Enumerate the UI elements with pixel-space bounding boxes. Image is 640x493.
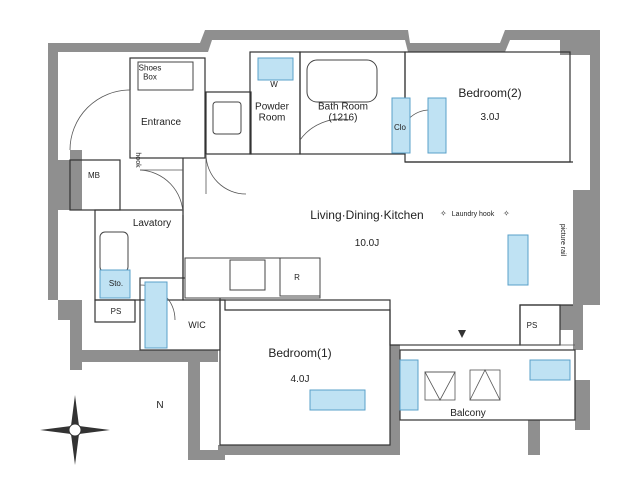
hook-label: hook	[134, 152, 141, 168]
compass-rose-icon	[40, 395, 110, 465]
washer-label: W	[270, 80, 278, 89]
picture-rail-label: picture rail	[559, 224, 566, 257]
bath-room-label: Bath Room(1216)	[318, 102, 368, 124]
ps-left-label: PS	[111, 307, 122, 316]
fixtures: ✧ ✧	[99, 57, 571, 411]
wic-label: WIC	[188, 320, 206, 330]
ldk-label: Living·Dining·Kitchen	[310, 208, 423, 222]
ps-right-label: PS	[527, 321, 538, 330]
bedroom1-area: 4.0J	[291, 374, 310, 385]
compass-north-label: N	[156, 400, 163, 411]
bedroom2-label: Bedroom(2)	[458, 86, 521, 100]
laundry-hook-label: Laundry hook	[452, 211, 495, 218]
ldk-area: 10.0J	[355, 238, 379, 249]
balcony-label: Balcony	[450, 408, 486, 419]
svg-text:✧: ✧	[503, 209, 510, 218]
exterior-walls	[48, 30, 600, 460]
compass: N	[40, 395, 164, 465]
bedroom1-label: Bedroom(1)	[268, 346, 331, 360]
closet-label: Clo	[394, 123, 407, 132]
bedroom2-area: 3.0J	[481, 112, 500, 123]
mb-label: MB	[88, 171, 100, 180]
lavatory-label: Lavatory	[133, 218, 171, 229]
refrigerator-label: R	[294, 273, 300, 282]
entrance-label: Entrance	[141, 117, 181, 128]
storage-label: Sto.	[109, 279, 123, 288]
svg-text:✧: ✧	[440, 209, 447, 218]
